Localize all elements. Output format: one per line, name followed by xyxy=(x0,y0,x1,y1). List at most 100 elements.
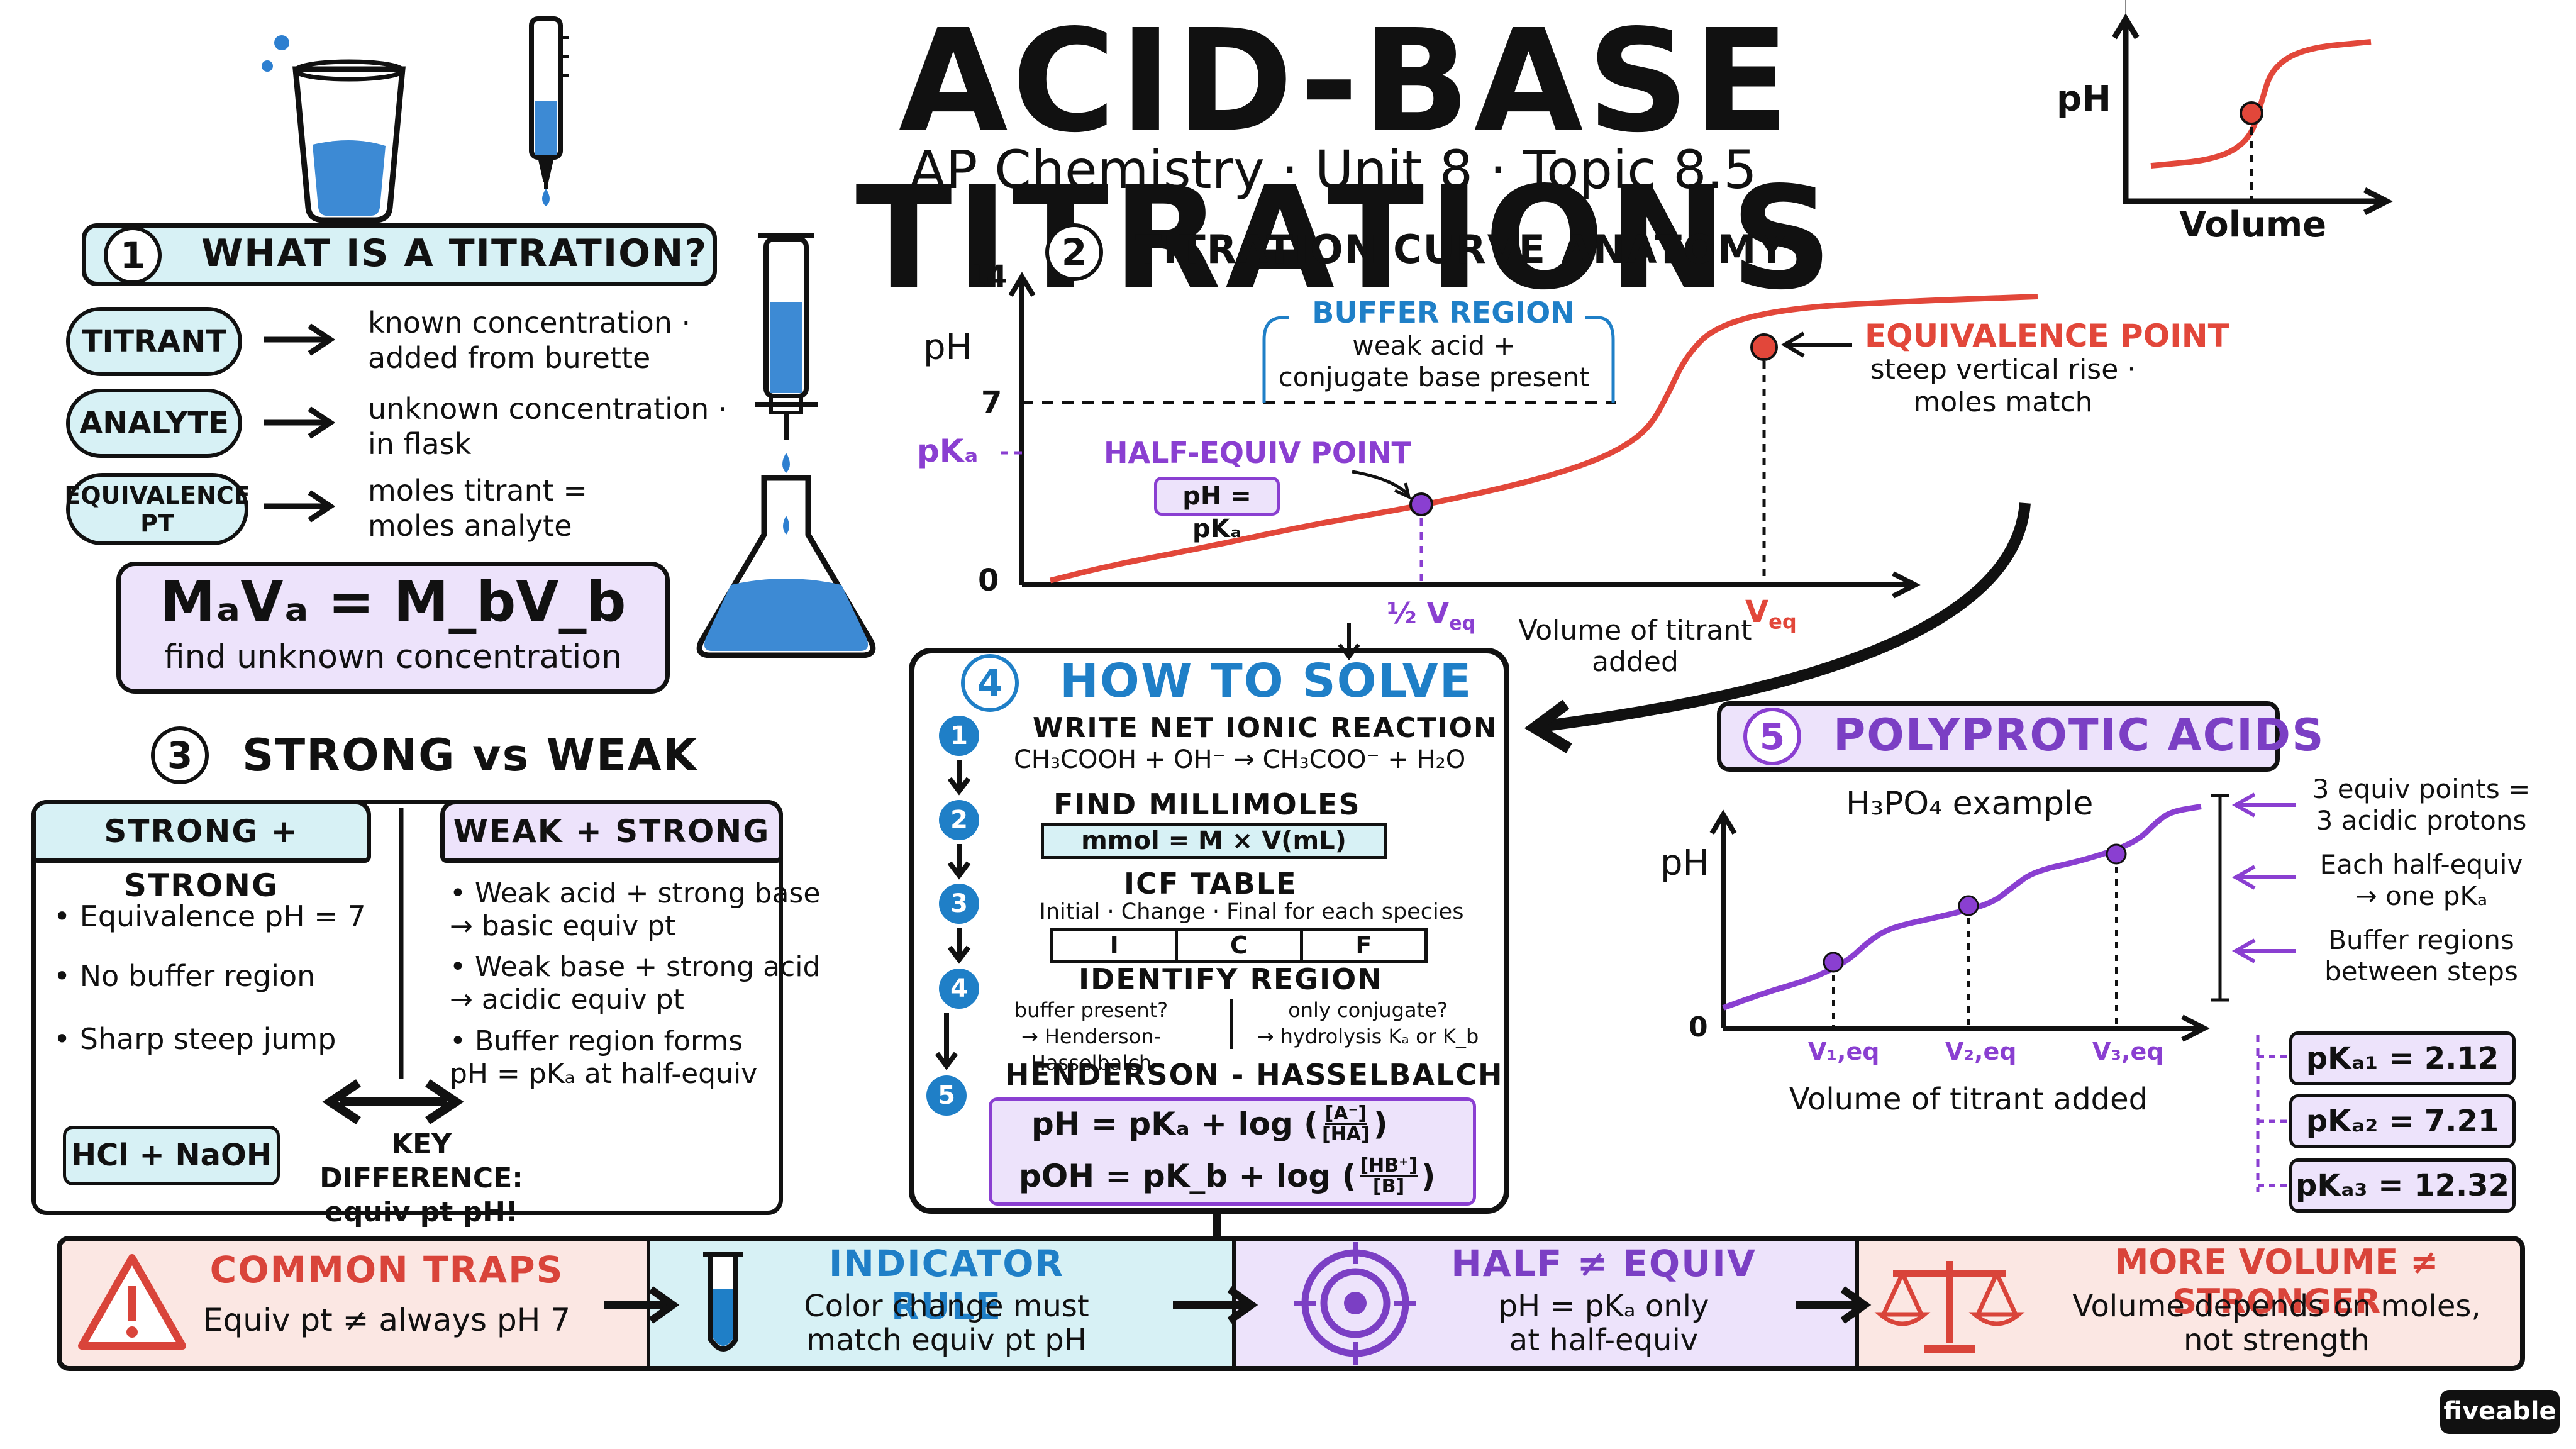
polyprotic-chart xyxy=(1709,792,2296,1192)
burette-flask-icon xyxy=(696,233,876,658)
strong-item-2: • No buffer region xyxy=(53,959,316,993)
hh2-close: ) xyxy=(1421,1158,1436,1194)
step-2-title: FIND MILLIMOLES xyxy=(1053,787,1361,821)
s5-v1: V₁,eq xyxy=(1808,1038,1880,1065)
tick-14: 14 xyxy=(965,259,1008,294)
flow-arrow xyxy=(1540,502,2031,732)
weak-item-3: • Buffer region forms pH = pKₐ at half-e… xyxy=(450,1025,758,1090)
volume-title: MORE VOLUME ≠ STRONGER xyxy=(2114,1242,2439,1321)
s5-title: POLYPROTIC ACIDS xyxy=(1833,709,2325,761)
hh1-fraction: [A⁻] [HA] xyxy=(1322,1104,1370,1144)
example-box: HCl + NaOH xyxy=(63,1126,280,1185)
hh2-fraction: [HB⁺] [B] xyxy=(1360,1154,1418,1197)
pka-1: pKₐ₁ = 2.12 xyxy=(2289,1031,2516,1085)
step-1-detail: CH₃COOH + OH⁻ → CH₃COO⁻ + H₂O xyxy=(1014,745,1466,774)
half-title: HALF ≠ EQUIV xyxy=(1451,1242,1757,1285)
buffer-desc: weak acid + conjugate base present xyxy=(1278,330,1590,392)
page-title: ACID-BASE TITRATIONS xyxy=(855,0,1836,321)
target-icon xyxy=(1294,1242,1416,1365)
volume-text: Volume depends on moles, not strength xyxy=(2072,1289,2481,1358)
axis-ph: pH xyxy=(923,327,972,368)
step-4-left: buffer present? → Henderson-Hasselbalch xyxy=(1014,998,1169,1075)
hh2-num: [HB⁺] xyxy=(1360,1154,1418,1177)
hh2-den: [B] xyxy=(1372,1175,1405,1197)
icf-f: F xyxy=(1355,931,1372,959)
term-titrant: TITRANT xyxy=(66,307,242,376)
s4-panel xyxy=(909,648,1509,1214)
indicator-title: INDICATOR RULE xyxy=(828,1242,1065,1328)
s1-number: 1 xyxy=(104,226,162,284)
bottom-banner xyxy=(57,1236,2525,1371)
step-5-title: HENDERSON - HASSELBALCH xyxy=(1005,1058,1504,1092)
s5-v2: V₂,eq xyxy=(1945,1038,2017,1065)
s5-xlabel: Volume of titrant added xyxy=(1789,1082,2148,1117)
titrant-desc: known concentration · added from burette xyxy=(368,306,691,375)
strong-title: STRONG + STRONG xyxy=(31,800,371,904)
scale-icon xyxy=(1874,1261,2025,1353)
half-equiv-box: pH = pKₐ xyxy=(1154,477,1280,543)
formula-box xyxy=(116,562,670,694)
trap-text: Equiv pt ≠ always pH 7 xyxy=(203,1302,571,1338)
s3-number: 3 xyxy=(151,726,209,784)
step-1-title: WRITE NET IONIC REACTION xyxy=(1033,712,1498,744)
hh-box xyxy=(989,1097,1476,1206)
step-1-num: 1 xyxy=(939,716,979,756)
half-text: pH = pKₐ only at half-equiv xyxy=(1498,1289,1709,1358)
s5-note-2: Each half-equiv → one pKₐ xyxy=(2319,849,2523,911)
s1-title-bar xyxy=(82,223,717,286)
s5-note-1: 3 equiv points = 3 acidic protons xyxy=(2312,774,2531,836)
term-equivalence-pt: EQUIVALENCE PT xyxy=(64,473,250,545)
hh2-lhs: pOH = pK_b + log ( xyxy=(1019,1158,1357,1194)
icf-table: I C F xyxy=(1050,928,1428,963)
x-half-veq: ½ Veq xyxy=(1387,596,1475,635)
hh1-close: ) xyxy=(1373,1106,1388,1142)
brand-logo[interactable]: fiveable xyxy=(2440,1390,2560,1434)
warning-icon xyxy=(78,1254,186,1350)
page-subtitle: AP Chemistry · Unit 8 · Topic 8.5 xyxy=(909,139,1757,201)
analyte-desc: unknown concentration · in flask xyxy=(368,392,728,461)
corner-chart-ylabel: pH xyxy=(2057,79,2111,119)
tick-7: 7 xyxy=(981,385,1002,420)
eq-point-title: EQUIVALENCE POINT xyxy=(1865,318,2229,354)
s5-v3: V₃,eq xyxy=(2092,1038,2164,1065)
strong-item-1: • Equivalence pH = 7 xyxy=(53,899,366,933)
weak-title: WEAK + STRONG xyxy=(440,800,783,863)
s2-number: 2 xyxy=(1045,223,1103,281)
step-2-num: 2 xyxy=(939,800,979,840)
s2-title: TITRATION CURVE ANATOMY xyxy=(1135,226,1787,272)
strong-item-3: • Sharp steep jump xyxy=(53,1022,336,1056)
test-tube-icon xyxy=(703,1252,743,1352)
term-analyte: ANALYTE xyxy=(66,389,242,458)
s3-panel xyxy=(31,800,783,1215)
tick-pka: pKₐ xyxy=(917,433,979,469)
s5-title-bar xyxy=(1717,701,2280,772)
hh1-den: [HA] xyxy=(1322,1123,1370,1145)
hh1-num: [A⁻] xyxy=(1324,1102,1367,1125)
step-4-right: only conjugate? → hydrolysis Kₐ or K_b xyxy=(1257,998,1479,1048)
pka-2: pKₐ₂ = 7.21 xyxy=(2289,1094,2516,1148)
beaker-icon xyxy=(262,35,406,223)
hh-equation-2: pOH = pK_b + log ( [HB⁺] [B] ) xyxy=(1019,1154,1436,1198)
trap-title: COMMON TRAPS xyxy=(209,1248,564,1291)
hh1-lhs: pH = pKₐ + log ( xyxy=(1031,1106,1319,1142)
step-3-detail: Initial · Change · Final for each specie… xyxy=(1039,899,1464,924)
s5-note-3: Buffer regions between steps xyxy=(2324,924,2518,987)
step-4-divider xyxy=(1230,999,1233,1049)
titration-curve-chart xyxy=(994,272,2038,599)
indicator-text: Color change must match equiv pt pH xyxy=(804,1289,1089,1358)
equivalence-desc: moles titrant = moles analyte xyxy=(368,474,587,543)
icf-i: I xyxy=(1053,931,1179,960)
step-5-num: 5 xyxy=(926,1075,967,1116)
s1-title: WHAT IS A TITRATION? xyxy=(201,231,708,275)
half-equiv-label: HALF-EQUIV POINT xyxy=(1104,436,1411,470)
hh-equation-1: pH = pKₐ + log ( [A⁻] [HA] ) xyxy=(1031,1102,1388,1146)
x-half-sub: eq xyxy=(1449,613,1476,635)
mmol-box: mmol = M × V(mL) xyxy=(1041,823,1387,859)
corner-titration-chart xyxy=(2112,0,2393,216)
x-veq: Veq xyxy=(1745,594,1797,634)
burette-icon xyxy=(529,16,569,206)
tick-0: 0 xyxy=(978,563,999,598)
volume-panel xyxy=(1859,1241,2520,1366)
s4-number: 4 xyxy=(961,654,1019,712)
